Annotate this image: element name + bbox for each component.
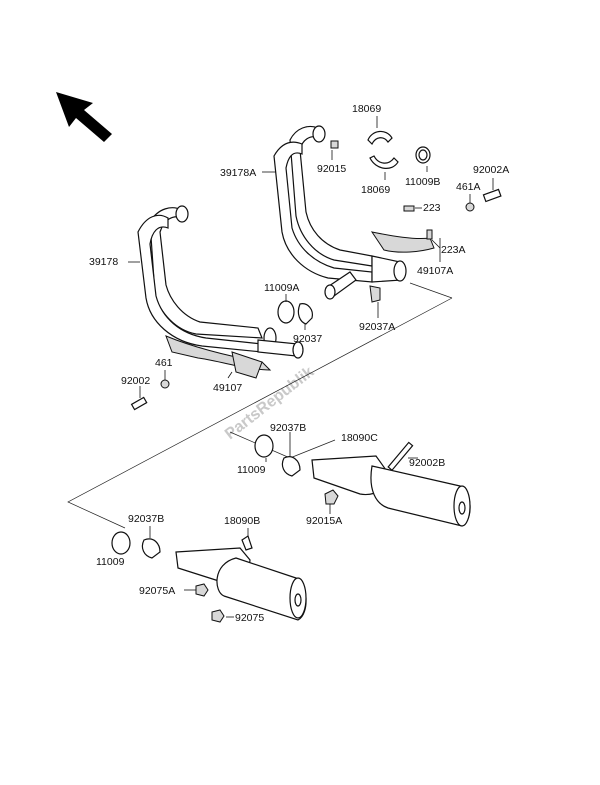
bolt-92002B — [387, 441, 414, 472]
gasket-18069-bottom — [369, 155, 399, 169]
label-92002: 92002 — [121, 375, 150, 387]
clamp-92037B-top — [281, 456, 301, 477]
nut-92015A — [324, 489, 339, 505]
part-labels: 39178A 39178 18069 92015 18069 11009B 92… — [89, 103, 509, 624]
label-223: 223 — [423, 202, 441, 214]
ring-11009A — [277, 300, 295, 324]
stud-223 — [403, 205, 415, 212]
label-92037A: 92037A — [359, 321, 395, 333]
label-18069-top: 18069 — [352, 103, 381, 115]
header-pipe-39178 — [137, 205, 304, 359]
label-49107A: 49107A — [417, 265, 453, 277]
direction-arrow-icon — [56, 92, 112, 142]
header-pipe-39178A — [273, 125, 407, 300]
label-92002A: 92002A — [473, 164, 509, 176]
bolt-92002A — [482, 188, 502, 203]
label-11009B: 11009B — [405, 176, 440, 188]
ring-11009-top — [254, 434, 274, 458]
muffler-18090C — [311, 455, 471, 527]
label-92037B-bottom: 92037B — [128, 513, 164, 525]
label-92015: 92015 — [317, 163, 346, 175]
label-461A: 461A — [456, 181, 481, 193]
label-461: 461 — [155, 357, 173, 369]
nut-92075A — [195, 583, 209, 597]
label-18090C: 18090C — [341, 432, 378, 444]
clamp-92037 — [297, 303, 313, 325]
label-92015A: 92015A — [306, 515, 342, 527]
bolt-92002 — [130, 396, 148, 411]
ring-11009B — [415, 146, 431, 164]
clamp-92037B-bottom — [141, 538, 161, 559]
label-92075: 92075 — [235, 612, 264, 624]
bracket-49107A — [370, 231, 435, 253]
leader-lines — [128, 116, 494, 618]
clamp-92037A — [369, 285, 381, 303]
label-11009A: 11009A — [264, 282, 299, 294]
label-49107: 49107 — [213, 382, 242, 394]
nut-92015 — [330, 140, 339, 149]
label-92037B-top: 92037B — [270, 422, 306, 434]
label-11009-bottom: 11009 — [96, 556, 125, 568]
label-18069-bottom: 18069 — [361, 184, 390, 196]
label-39178: 39178 — [89, 256, 118, 268]
washer-461A — [465, 202, 475, 212]
label-39178A: 39178A — [220, 167, 256, 179]
stud-223A — [426, 229, 433, 240]
ring-11009-bottom — [111, 531, 131, 555]
nut-92075 — [211, 609, 225, 623]
gasket-18069-top — [367, 130, 393, 146]
label-92002B: 92002B — [409, 457, 445, 469]
muffler-18090B — [175, 535, 307, 621]
label-92037: 92037 — [293, 333, 322, 345]
label-18090B: 18090B — [224, 515, 260, 527]
label-223A: 223A — [441, 244, 466, 256]
label-11009-top: 11009 — [237, 464, 266, 476]
label-92075A: 92075A — [139, 585, 175, 597]
washer-461 — [160, 379, 170, 389]
bracket-49107 — [165, 335, 272, 379]
